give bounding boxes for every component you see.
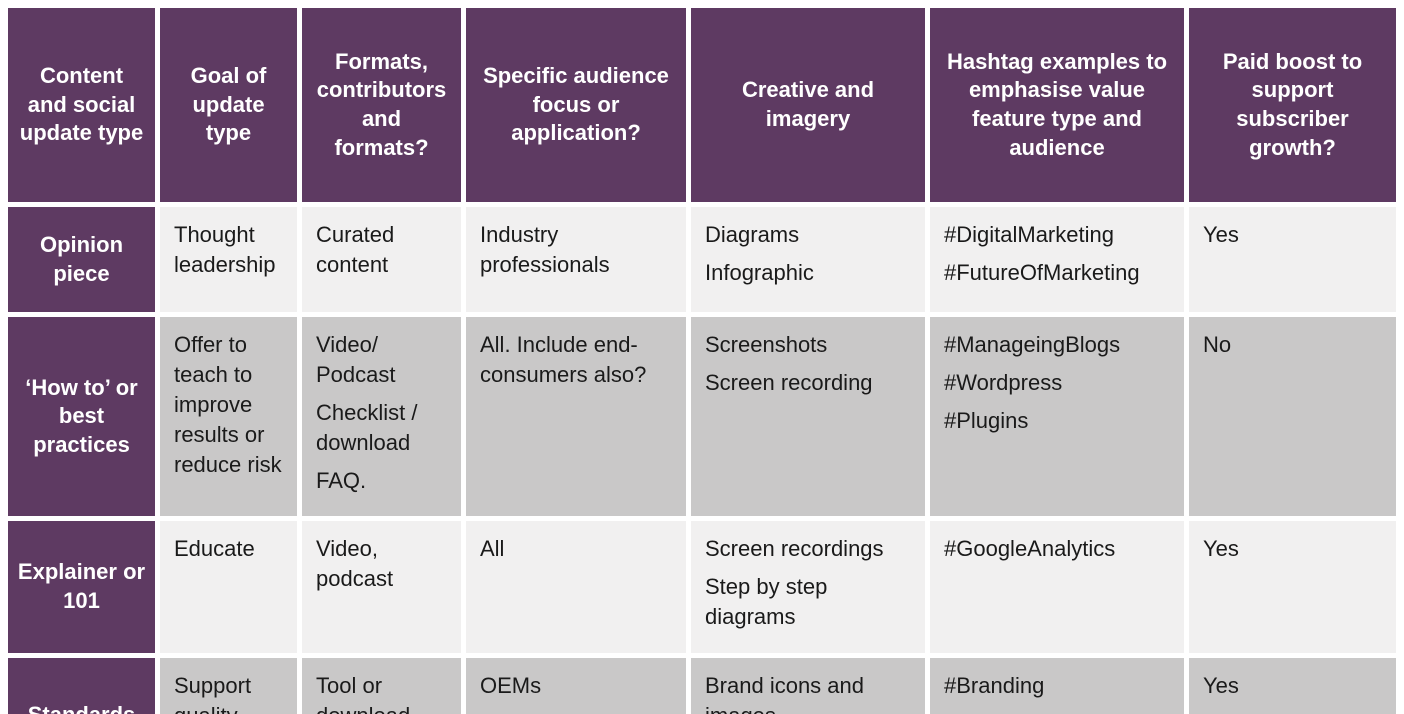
- table-cell: No: [1189, 317, 1396, 516]
- cell-paragraph: OEMs: [480, 673, 542, 698]
- table-cell: All. Include end-consumers also?: [466, 317, 686, 516]
- column-header-6: Paid boost to support subscriber growth?: [1189, 8, 1396, 202]
- cell-paragraph: #ManageingBlogs: [944, 332, 1121, 357]
- column-header-5: Hashtag examples to emphasise value feat…: [930, 8, 1184, 202]
- column-header-3: Specific audience focus or application?: [466, 8, 686, 202]
- cell-paragraph: Curated content: [316, 222, 395, 277]
- cell-paragraph: Yes: [1203, 536, 1239, 561]
- cell-paragraph: Video/ Podcast: [316, 332, 396, 387]
- row-label: Opinion piece: [8, 207, 155, 312]
- cell-paragraph: Screenshots: [705, 332, 828, 357]
- cell-paragraph: All: [480, 536, 505, 561]
- table-cell: Brand icons and images: [691, 658, 925, 714]
- table-cell: Thought leadership: [160, 207, 297, 312]
- cell-paragraph: #FutureOfMarketing: [944, 259, 1140, 285]
- cell-paragraph: #SmartInsights: [944, 709, 1170, 714]
- cell-paragraph: Infographic: [705, 259, 814, 285]
- cell-paragraph: #Wordpress: [944, 369, 1063, 395]
- table-row-2: Explainer or 101 Educate Video, podcast All…: [8, 521, 1396, 653]
- table-cell: Tool or download: [302, 658, 461, 714]
- cell-paragraph: FAQ.: [316, 467, 367, 493]
- cell-paragraph: #Plugins: [944, 407, 1029, 433]
- cell-paragraph: Educate: [174, 536, 255, 561]
- table-row-3: Standards Support quality Tool or download…: [8, 658, 1396, 714]
- table-cell: Educate: [160, 521, 297, 653]
- table-cell: Video, podcast: [302, 521, 461, 653]
- table-cell: Yes: [1189, 521, 1396, 653]
- cell-paragraph: Yes: [1203, 222, 1239, 247]
- cell-paragraph: No: [1203, 332, 1232, 357]
- cell-paragraph: Screen recordings: [705, 536, 884, 561]
- cell-paragraph: Tool or download: [316, 673, 410, 714]
- cell-paragraph: Industry professionals: [480, 222, 610, 277]
- row-label: ‘How to’ or best practices: [8, 317, 155, 516]
- cell-paragraph: Checklist / download: [316, 399, 418, 455]
- table-cell: Offer to teach to improve results or red…: [160, 317, 297, 516]
- row-label: Standards: [8, 658, 155, 714]
- row-label: Explainer or 101: [8, 521, 155, 653]
- cell-paragraph: Yes: [1203, 673, 1239, 698]
- table-cell: All: [466, 521, 686, 653]
- table-cell: Support quality: [160, 658, 297, 714]
- table-cell: #Branding #SmartInsights: [930, 658, 1184, 714]
- cell-paragraph: Brand icons and images: [705, 673, 864, 714]
- table-row-0: Opinion piece Thought leadership Curated c…: [8, 207, 1396, 312]
- cell-paragraph: Video, podcast: [316, 536, 394, 591]
- table-cell: #ManageingBlogs #Wordpress #Plugins: [930, 317, 1184, 516]
- cell-paragraph: #GoogleAnalytics: [944, 536, 1116, 561]
- table-cell: Curated content: [302, 207, 461, 312]
- cell-paragraph: Step by step diagrams: [705, 573, 828, 629]
- column-header-2: Formats, contributors and formats?: [302, 8, 461, 202]
- cell-paragraph: All. Include end-consumers also?: [480, 332, 647, 387]
- column-header-0: Content and social update type: [8, 8, 155, 202]
- cell-paragraph: #DigitalMarketing: [944, 222, 1114, 247]
- cell-paragraph: Thought leadership: [174, 222, 276, 277]
- cell-paragraph: Diagrams: [705, 222, 800, 247]
- table-cell: Yes: [1189, 207, 1396, 312]
- table-cell: #DigitalMarketing #FutureOfMarketing: [930, 207, 1184, 312]
- table-cell: OEMs: [466, 658, 686, 714]
- cell-paragraph: #Branding: [944, 673, 1045, 698]
- table-cell: #GoogleAnalytics: [930, 521, 1184, 653]
- cell-paragraph: Screen recording: [705, 369, 873, 395]
- column-header-4: Creative and imagery: [691, 8, 925, 202]
- table-cell: Yes: [1189, 658, 1396, 714]
- cell-paragraph: Offer to teach to improve results or red…: [174, 332, 282, 477]
- column-header-1: Goal of update type: [160, 8, 297, 202]
- cell-paragraph: Support quality: [174, 673, 252, 714]
- table-cell: Industry professionals: [466, 207, 686, 312]
